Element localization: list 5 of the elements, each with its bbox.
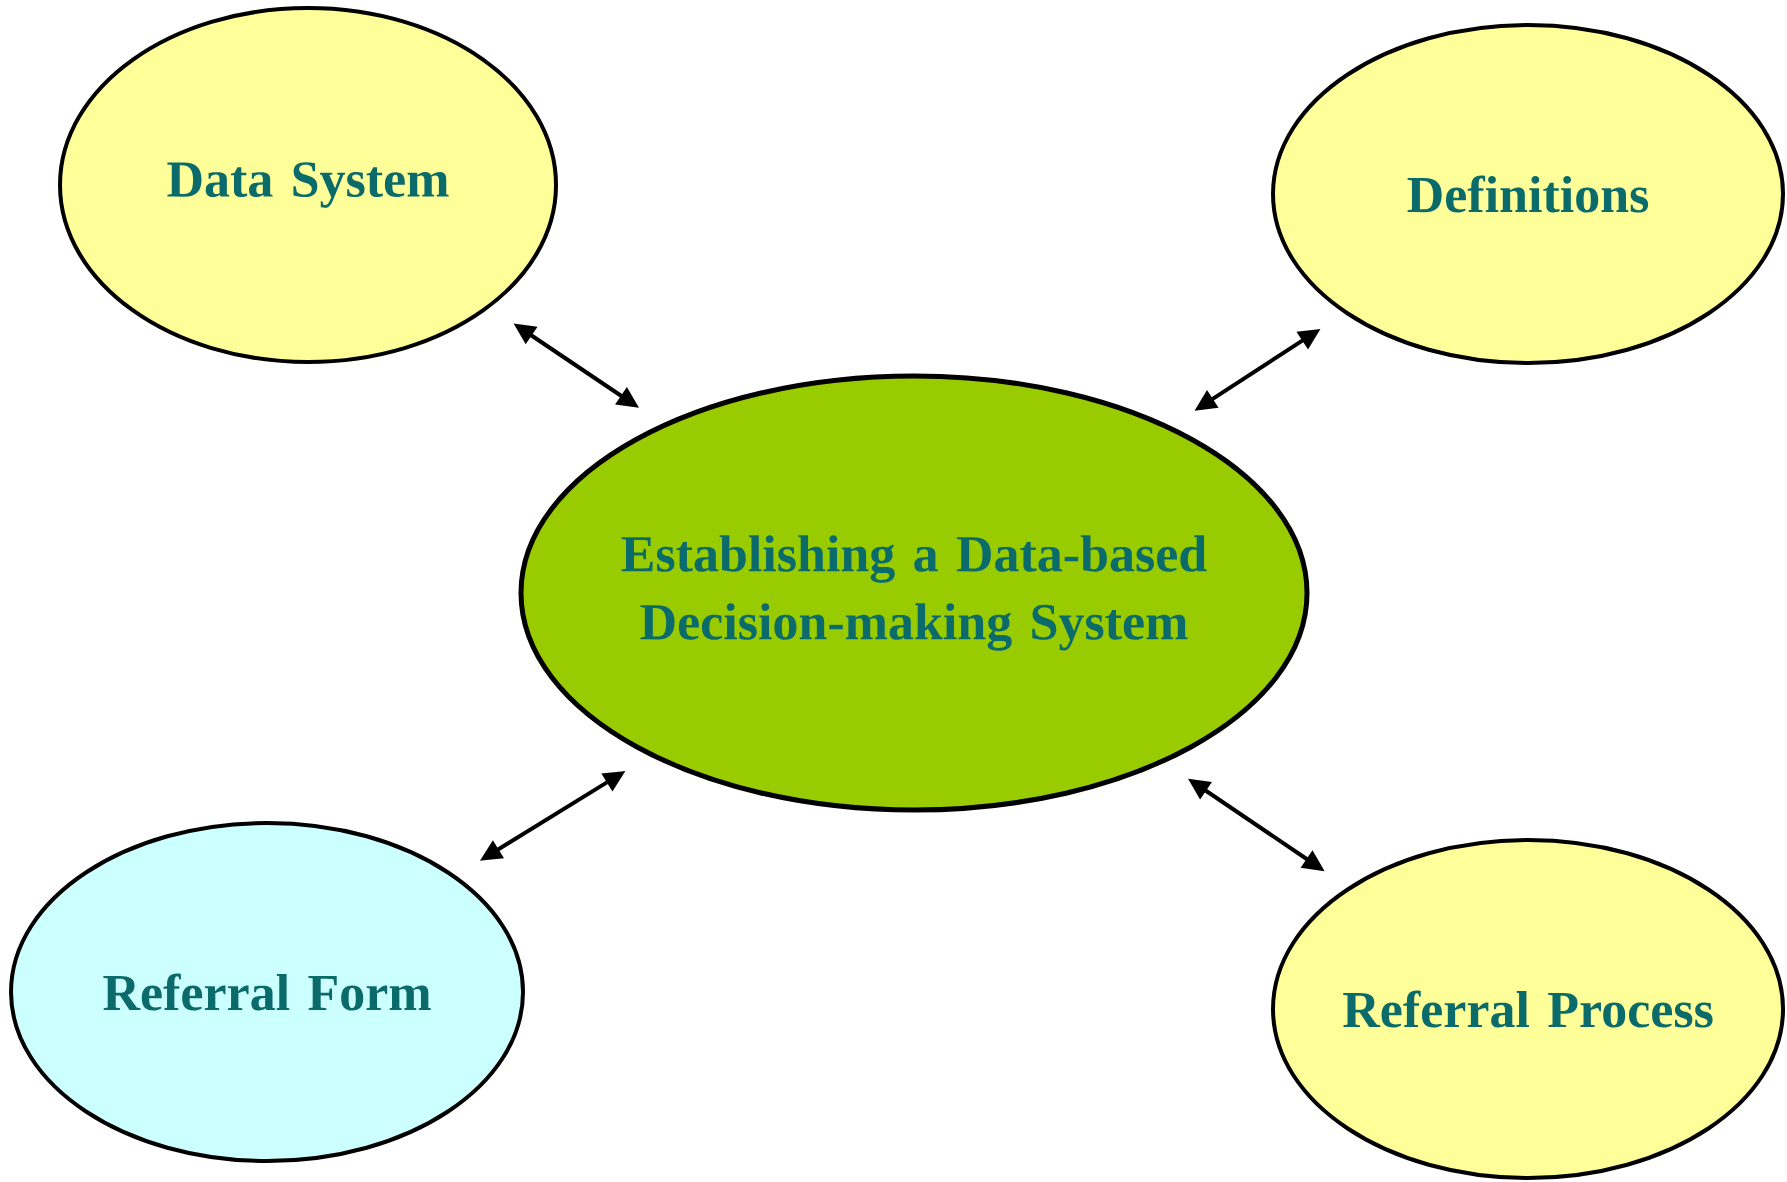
- ellipse-node: Referral Form: [9, 821, 525, 1163]
- ellipse-node: Referral Process: [1271, 838, 1785, 1180]
- ellipse-node: Definitions: [1271, 23, 1785, 365]
- ellipse-node: Establishing a Data-based Decision-making System: [518, 373, 1310, 813]
- ellipse-node: Data System: [58, 6, 558, 364]
